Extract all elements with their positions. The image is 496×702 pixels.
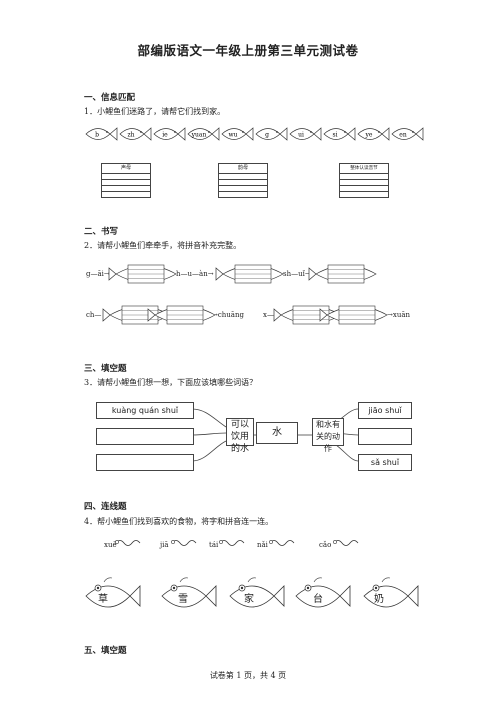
- fish-char: 奶: [374, 594, 384, 605]
- big-fish[interactable]: [85, 577, 141, 608]
- chain-fish: [215, 264, 284, 284]
- chain-fish: [147, 305, 216, 325]
- worm-icon: [115, 540, 141, 546]
- fish-syllable: wu: [229, 132, 238, 139]
- word-fill-diagram: [191, 408, 359, 462]
- fish-char: 雪: [178, 594, 188, 605]
- left-blank-1[interactable]: [96, 428, 194, 445]
- section-1-heading: 一、信息匹配: [84, 93, 136, 103]
- section-5-heading: 五、填空题: [84, 646, 127, 656]
- small-fish[interactable]: ye: [357, 127, 390, 141]
- fish-syllable: ye: [365, 132, 373, 139]
- section-3-heading: 三、填空题: [84, 364, 127, 374]
- right-label-box: 和水有关的动作: [312, 418, 344, 453]
- small-fish[interactable]: g: [255, 127, 288, 141]
- chain-2-start: h—u—àn→: [176, 270, 214, 278]
- fish-char: 草: [98, 594, 108, 605]
- question-4: 4．帮小鲤鱼们找到喜欢的食物，将字和拼音连一连。: [84, 517, 274, 526]
- fish-syllable: b: [95, 132, 99, 139]
- left-label-box: 可以饮用的水: [226, 418, 254, 454]
- chain-3-start: sh—uǐ→: [283, 270, 311, 278]
- center-char-box: 水: [256, 422, 298, 444]
- section-4-heading: 四、连线题: [84, 502, 127, 512]
- fish-syllable: zh: [127, 132, 134, 139]
- home-yunmu: 韵母: [218, 163, 268, 198]
- section-2-heading: 二、书写: [84, 227, 119, 237]
- right-pinyin-bottom-box: sǎ shuǐ: [358, 454, 412, 471]
- small-fish[interactable]: ui: [289, 127, 322, 141]
- food-pinyin: nǎi: [257, 541, 268, 549]
- chain-5-start: x—: [263, 311, 274, 319]
- big-fish[interactable]: [363, 577, 419, 608]
- worm-icon: [171, 540, 197, 546]
- home-zhengti: 整体认读音节: [339, 163, 389, 198]
- big-fish[interactable]: [295, 577, 351, 608]
- pinyin-chain-fish: [102, 264, 388, 325]
- fish-syllable: g: [265, 132, 269, 139]
- food-pinyin: tái: [209, 541, 219, 549]
- fish-syllable: ui: [298, 132, 304, 139]
- page-title: 部编版语文一年级上册第三单元测试卷: [137, 43, 359, 58]
- home-shengmu: 声母: [101, 163, 151, 198]
- question-3: 3．请帮小鲤鱼们想一想，下面应该填哪些词语？: [84, 378, 258, 387]
- question-1: 1．小鲤鱼们迷路了，请帮它们找到家。: [84, 107, 226, 116]
- worm-icon: [333, 540, 359, 546]
- home-label: 整体认读音节: [339, 163, 389, 174]
- left-pinyin-box: kuàng quán shuǐ: [96, 402, 194, 419]
- food-pinyin: xuě: [104, 541, 117, 549]
- fish-syllable: yuan: [191, 132, 207, 139]
- big-fish-row: [85, 577, 419, 608]
- chain-fish: [108, 264, 177, 284]
- food-pinyin: jiā: [160, 541, 169, 549]
- worm-icon: [219, 540, 245, 546]
- chain-1-start: g—āi→: [86, 270, 110, 278]
- right-pinyin-top-box: jiāo shuǐ: [358, 402, 412, 419]
- small-fish[interactable]: ie: [153, 127, 186, 141]
- left-blank-2[interactable]: [96, 454, 194, 471]
- fish-char: 家: [244, 594, 254, 605]
- home-label: 声母: [101, 163, 151, 174]
- fish-char: 台: [313, 594, 323, 605]
- fish-row: b zh ie yuan wu g ui si ye en: [85, 127, 424, 141]
- worm-icon: [269, 540, 295, 546]
- right-blank[interactable]: [358, 428, 412, 445]
- small-fish[interactable]: yuan: [187, 127, 220, 141]
- small-fish[interactable]: wu: [221, 127, 254, 141]
- chain-fish: [319, 305, 388, 325]
- big-fish[interactable]: [229, 577, 285, 608]
- chain-fish: [308, 264, 377, 284]
- small-fish[interactable]: si: [323, 127, 356, 141]
- big-fish[interactable]: [161, 577, 217, 608]
- page-footer: 试卷第 1 页，共 4 页: [209, 671, 287, 680]
- small-fish[interactable]: b: [85, 127, 118, 141]
- chain-4-end: →chuāng: [212, 311, 244, 319]
- question-2: 2．请帮小鲤鱼们牵牵手，将拼音补充完整。: [84, 241, 242, 250]
- small-fish[interactable]: en: [391, 127, 424, 141]
- fish-syllable: ie: [162, 132, 168, 139]
- fish-syllable: si: [333, 132, 338, 139]
- home-label: 韵母: [218, 163, 268, 174]
- worm-icons: [115, 540, 359, 546]
- small-fish[interactable]: zh: [119, 127, 152, 141]
- chain-5-end: →xuān: [387, 311, 411, 319]
- fish-syllable: en: [399, 132, 407, 139]
- chain-4-start: ch—: [86, 311, 102, 319]
- food-pinyin: cǎo: [319, 541, 332, 549]
